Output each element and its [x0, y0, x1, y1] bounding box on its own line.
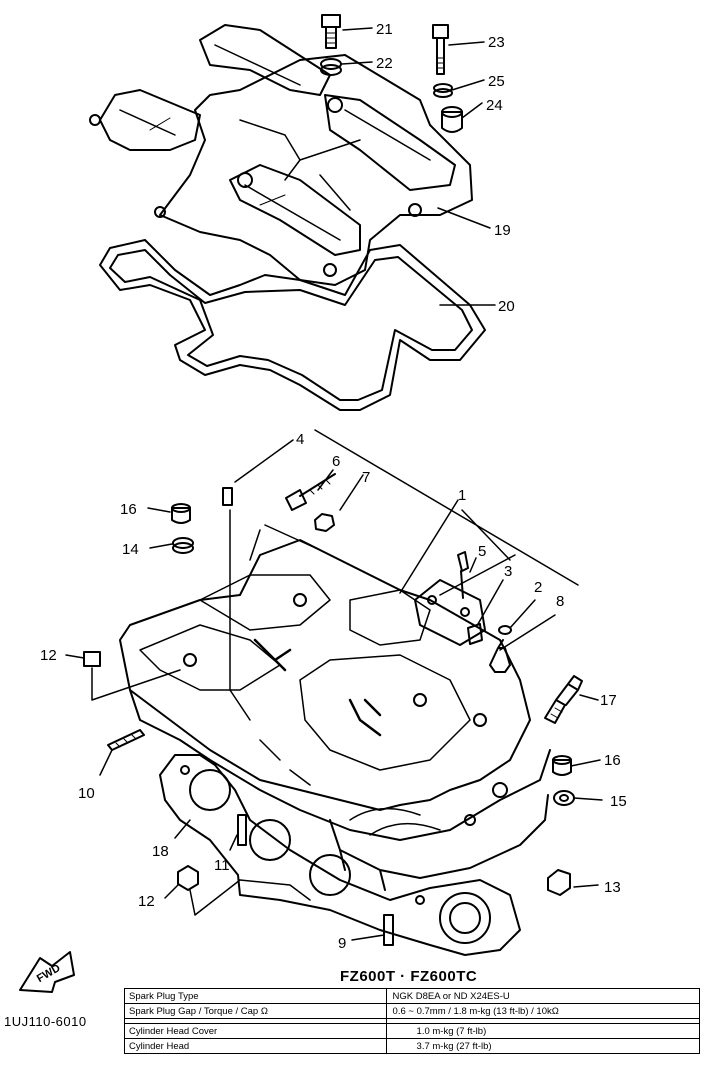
callout-10: 10	[78, 785, 95, 802]
callout-17: 17	[600, 692, 617, 709]
spec-label: Spark Plug Gap / Torque / Cap Ω	[124, 1003, 387, 1019]
spec-value: 0.6 ~ 0.7mm / 1.8 m-kg (13 ft-lb) / 10kΩ	[385, 1003, 701, 1019]
part-code: 1UJ110-6010	[4, 1014, 87, 1029]
spec-label: Cylinder Head	[124, 1038, 387, 1054]
callout-24: 24	[486, 97, 503, 114]
callout-11: 11	[214, 857, 230, 874]
callout-3: 3	[504, 563, 512, 580]
cylinder-head	[119, 539, 551, 891]
callout-13: 13	[604, 879, 621, 896]
callout-18: 18	[152, 843, 169, 860]
callout-labels: 21 22 23 25 24 19 20 4 6 7 1 5 3 2 8 16 …	[35, 21, 627, 985]
callout-19: 19	[494, 222, 511, 239]
spec-row: Spark Plug Gap / Torque / Cap Ω 0.6 ~ 0.…	[124, 1003, 701, 1019]
callout-25: 25	[488, 73, 505, 90]
callout-2: 2	[534, 579, 542, 596]
small-parts	[83, 14, 583, 946]
callout-14: 14	[122, 541, 139, 558]
spec-row: Cylinder Head Cover 1.0 m-kg (7 ft-lb)	[124, 1023, 701, 1039]
cylinder-head-cover	[89, 24, 473, 286]
callout-7: 7	[362, 469, 370, 486]
callout-15: 15	[610, 793, 627, 810]
head-gasket	[159, 754, 521, 956]
fwd-arrow	[19, 951, 75, 993]
callout-20: 20	[498, 298, 515, 315]
callout-12-upper: 12	[40, 647, 57, 664]
callout-21: 21	[376, 21, 393, 38]
spec-table: Spark Plug Type NGK D8EA or ND X24ES-U S…	[124, 988, 701, 1054]
leader-lines	[65, 27, 603, 941]
spec-value: NGK D8EA or ND X24ES-U	[385, 988, 701, 1004]
callout-1: 1	[458, 487, 466, 504]
spec-row: Spark Plug Type NGK D8EA or ND X24ES-U	[124, 988, 701, 1004]
callout-23: 23	[488, 34, 505, 51]
spec-row: Cylinder Head 3.7 m-kg (27 ft-lb)	[124, 1038, 701, 1054]
spec-label: Cylinder Head Cover	[124, 1023, 387, 1039]
callout-6: 6	[332, 453, 340, 470]
callout-22: 22	[376, 55, 393, 72]
callout-12-lower: 12	[138, 893, 155, 910]
model-title: FZ600T · FZ600TC	[340, 968, 478, 985]
callout-9: 9	[338, 935, 346, 952]
spec-value: 3.7 m-kg (27 ft-lb)	[385, 1038, 701, 1054]
spec-label: Spark Plug Type	[124, 988, 387, 1004]
callout-16-lower: 16	[604, 752, 621, 769]
callout-8: 8	[556, 593, 564, 610]
callout-16-upper: 16	[120, 501, 137, 518]
callout-5: 5	[478, 543, 486, 560]
cover-gasket	[99, 239, 486, 411]
spec-value: 1.0 m-kg (7 ft-lb)	[385, 1023, 701, 1039]
callout-4: 4	[296, 431, 304, 448]
